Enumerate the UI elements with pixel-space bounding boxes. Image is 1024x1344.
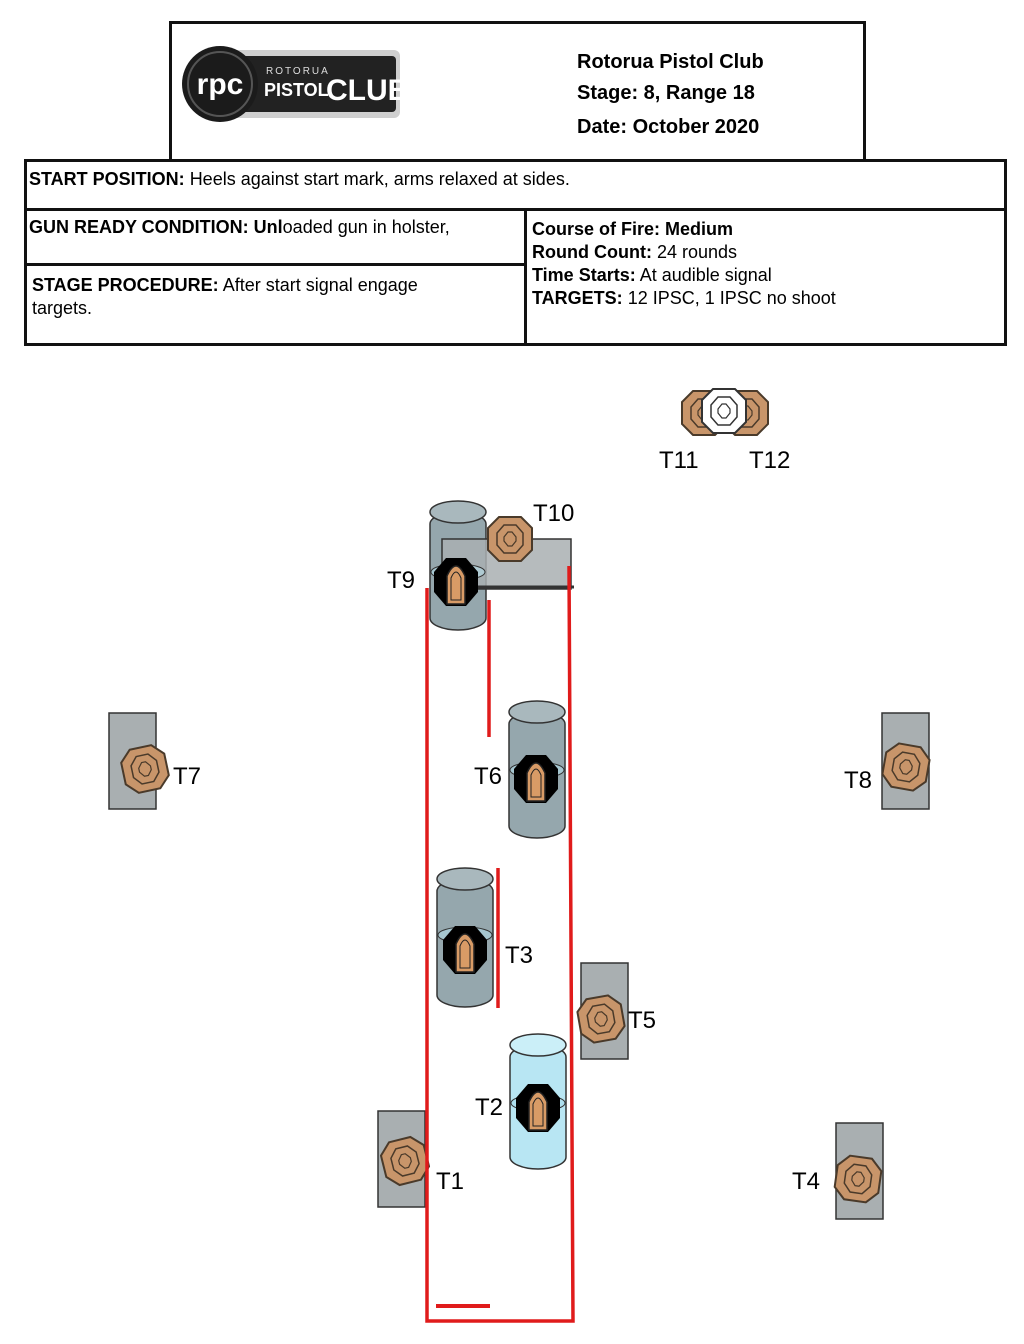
- start-position-text: Heels against start mark, arms relaxed a…: [189, 169, 570, 189]
- gun-ready-box: GUN READY CONDITION: Unloaded gun in hol…: [24, 208, 527, 266]
- popper-t9: [433, 557, 479, 607]
- club-logo: rpc ROTORUA PISTOL CLUB: [180, 44, 409, 124]
- course-label: Course of Fire:: [532, 219, 661, 239]
- fault-lines: [425, 565, 575, 1323]
- label-t3: T3: [505, 942, 533, 969]
- logo-word-pistol: PISTOL: [264, 80, 329, 100]
- logo-initials: rpc: [197, 68, 244, 101]
- label-t1: T1: [436, 1168, 464, 1195]
- label-t5: T5: [628, 1007, 656, 1034]
- date-line: Date: October 2020: [577, 116, 760, 138]
- round-count-label: Round Count:: [532, 242, 652, 262]
- popper-t6: [513, 754, 559, 804]
- gun-ready-label: GUN READY CONDITION: Unl: [29, 217, 283, 237]
- label-t12: T12: [749, 447, 790, 474]
- target-t10: [487, 516, 533, 562]
- club-name: Rotorua Pistol Club: [577, 51, 764, 73]
- stage-header: rpc ROTORUA PISTOL CLUB Rotorua Pistol C…: [169, 21, 866, 162]
- course-value: Medium: [665, 219, 734, 239]
- gun-ready-text: oaded gun in holster,: [282, 217, 450, 237]
- label-t9: T9: [387, 567, 415, 594]
- logo-small-text: ROTORUA: [266, 66, 330, 77]
- stage-procedure-text-2: targets.: [32, 298, 93, 318]
- round-count-value: 24 rounds: [656, 242, 738, 262]
- label-t7: T7: [173, 763, 201, 790]
- targets-label: TARGETS:: [532, 288, 623, 308]
- stage-procedure-text: After start signal engage: [222, 275, 418, 295]
- stage-line: Stage: 8, Range 18: [577, 82, 755, 104]
- label-t2: T2: [475, 1094, 503, 1121]
- time-starts-label: Time Starts:: [532, 265, 636, 285]
- no-shoot-target: [701, 388, 747, 434]
- logo-word-club: CLUB: [326, 74, 402, 107]
- popper-t2: [515, 1083, 561, 1133]
- start-position-box: START POSITION: Heels against start mark…: [24, 159, 1007, 211]
- stage-diagram: T11 T12 T10 T9 T7 T8 T6 T3 T5 T2: [108, 388, 933, 1323]
- start-position-label: START POSITION:: [29, 169, 185, 189]
- label-t10: T10: [533, 500, 574, 527]
- label-t4: T4: [792, 1168, 820, 1195]
- course-info-box: Course of Fire: Medium Round Count: 24 r…: [524, 208, 1007, 346]
- label-t6: T6: [474, 763, 502, 790]
- stage-procedure-label: STAGE PROCEDURE:: [32, 275, 219, 295]
- label-t11: T11: [659, 447, 699, 474]
- stage-procedure-box: STAGE PROCEDURE: After start signal enga…: [24, 263, 527, 346]
- label-t8: T8: [844, 767, 872, 794]
- popper-t3: [442, 925, 488, 975]
- targets-value: 12 IPSC, 1 IPSC no shoot: [627, 288, 836, 308]
- time-starts-value: At audible signal: [639, 265, 772, 285]
